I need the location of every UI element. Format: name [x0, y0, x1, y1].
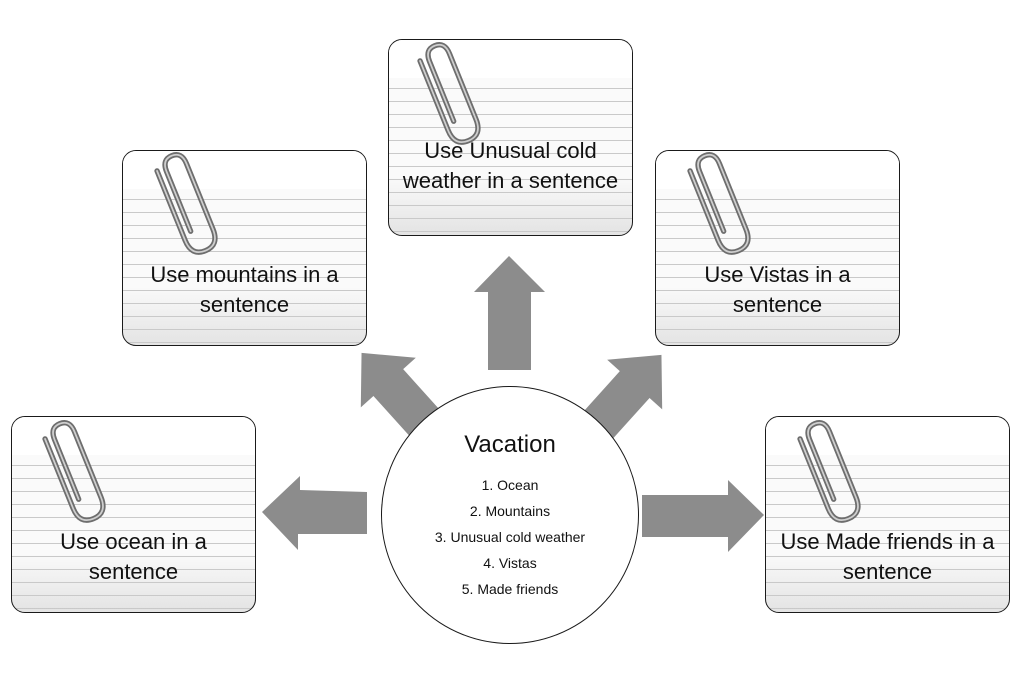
list-item: 5. Made friends: [461, 581, 559, 597]
arrow-right: [642, 480, 764, 552]
arrow-up-right: [579, 354, 663, 443]
card-ocean: Use ocean in a sentence: [11, 416, 256, 613]
card-label: Use mountains in a sentence: [150, 262, 339, 317]
card-label: Use Made friends in a sentence: [780, 529, 995, 584]
topic-list: 1. Ocean 2. Mountains 3. Unusual cold we…: [382, 475, 638, 605]
list-item: 3. Unusual cold weather: [434, 529, 586, 545]
list-item: 4. Vistas: [483, 555, 537, 571]
center-topic-circle: Vacation 1. Ocean 2. Mountains 3. Unusua…: [381, 386, 639, 644]
list-item: 1. Ocean: [481, 477, 539, 493]
center-title: Vacation: [464, 431, 556, 458]
card-label: Use Vistas in a sentence: [704, 262, 851, 317]
card-unusual-cold-weather: Use Unusual cold weather in a sentence: [388, 39, 633, 236]
card-label: Use Unusual cold weather in a sentence: [402, 138, 619, 193]
arrow-up: [474, 256, 545, 370]
arrow-left: [262, 476, 367, 550]
list-item: 2. Mountains: [469, 503, 551, 519]
card-label: Use ocean in a sentence: [60, 529, 207, 584]
